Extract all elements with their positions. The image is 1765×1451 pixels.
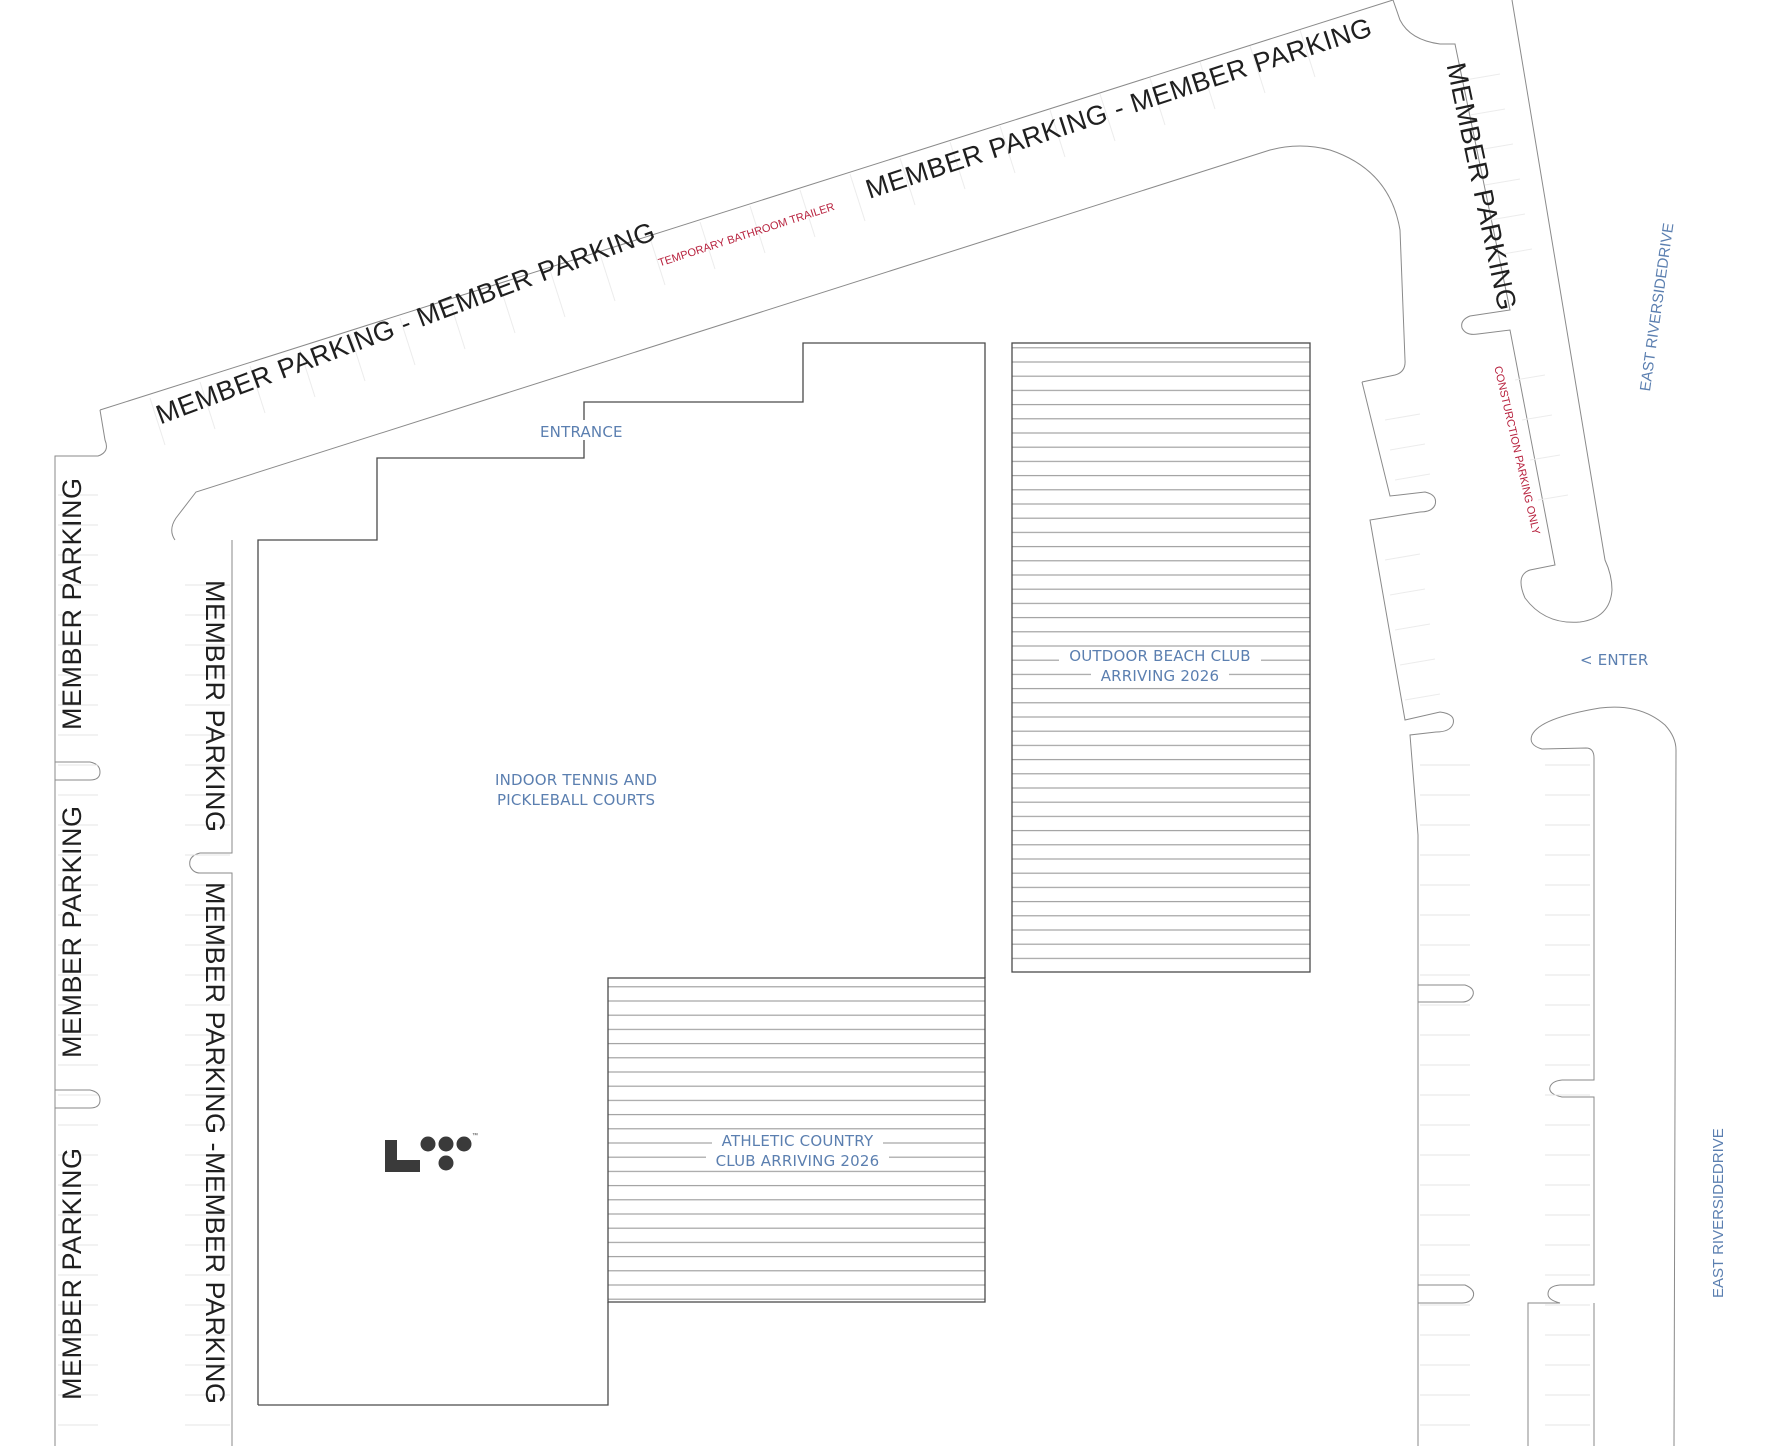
indoor-courts-building-bottom — [258, 1302, 609, 1406]
parking-label-left-2: MEMBER PARKING — [57, 805, 87, 1058]
athletic-club-label-line-2: CLUB ARRIVING 2026 — [705, 1152, 890, 1170]
logo-trademark: ™ — [472, 1133, 478, 1139]
parking-label-left-1: MEMBER PARKING — [57, 477, 87, 730]
right-upper-parking — [1361, 0, 1613, 1446]
indoor-courts-label-line-1: INDOOR TENNIS AND — [495, 771, 658, 789]
beach-club-label: OUTDOOR BEACH CLUB ARRIVING 2026 — [1050, 646, 1270, 686]
indoor-courts-label-line-2: PICKLEBALL COURTS — [496, 791, 656, 809]
top-strip-outer-edge — [99, 0, 1394, 411]
parking-label-inner-1: MEMBER PARKING — [200, 580, 230, 833]
indoor-courts-label: INDOOR TENNIS AND PICKLEBALL COURTS — [495, 770, 657, 810]
parking-label-left-3: MEMBER PARKING — [57, 1147, 87, 1400]
left-lot-outer-edge — [54, 409, 107, 1446]
enter-arrow-icon: < — [1580, 651, 1593, 669]
athletic-club-label: ATHLETIC COUNTRY CLUB ARRIVING 2026 — [700, 1131, 895, 1171]
beach-club-label-line-1: OUTDOOR BEACH CLUB — [1059, 647, 1261, 665]
parking-label-inner-2: MEMBER PARKING -MEMBER PARKING — [200, 882, 230, 1405]
street-label-lower: EAST RIVERSIDEDRIVE — [1710, 1128, 1727, 1298]
left-parking-columns — [54, 456, 233, 1446]
beach-club-label-line-2: ARRIVING 2026 — [1090, 667, 1230, 685]
top-strip-inner-edge — [171, 145, 1406, 541]
entrance-label: ENTRANCE — [540, 423, 623, 441]
east-parking-lots — [1418, 706, 1677, 1447]
athletic-club-label-line-1: ATHLETIC COUNTRY — [711, 1132, 884, 1150]
brand-logo-icon — [385, 1136, 472, 1172]
enter-sign: < ENTER — [1580, 650, 1649, 670]
indoor-courts-building — [257, 342, 986, 1405]
enter-label: ENTER — [1597, 651, 1649, 669]
top-parking-strip — [54, 0, 1406, 1446]
